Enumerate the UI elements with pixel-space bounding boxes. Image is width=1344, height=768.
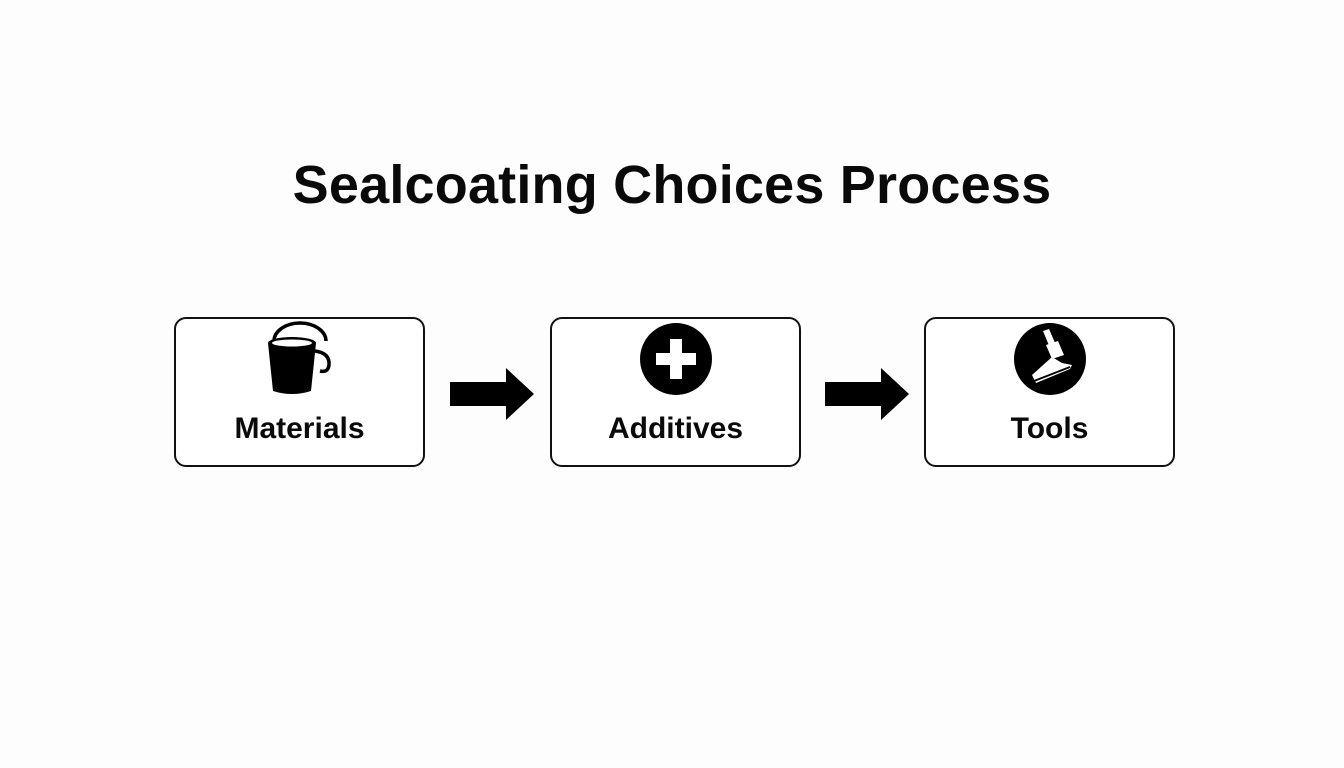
step-label: Additives — [607, 412, 744, 445]
plus-circle-icon — [636, 321, 716, 397]
step-label: Tools — [1010, 412, 1089, 445]
step-materials: Materials — [174, 317, 425, 467]
diagram-title: Sealcoating Choices Process — [292, 155, 1052, 215]
step-label: Materials — [234, 412, 365, 445]
step-additives: Additives — [550, 317, 801, 467]
arrow-right-icon — [450, 368, 534, 420]
bucket-icon — [260, 321, 340, 397]
arrow-right-icon — [825, 368, 909, 420]
step-tools: Tools — [924, 317, 1175, 467]
squeegee-icon — [1010, 321, 1090, 397]
